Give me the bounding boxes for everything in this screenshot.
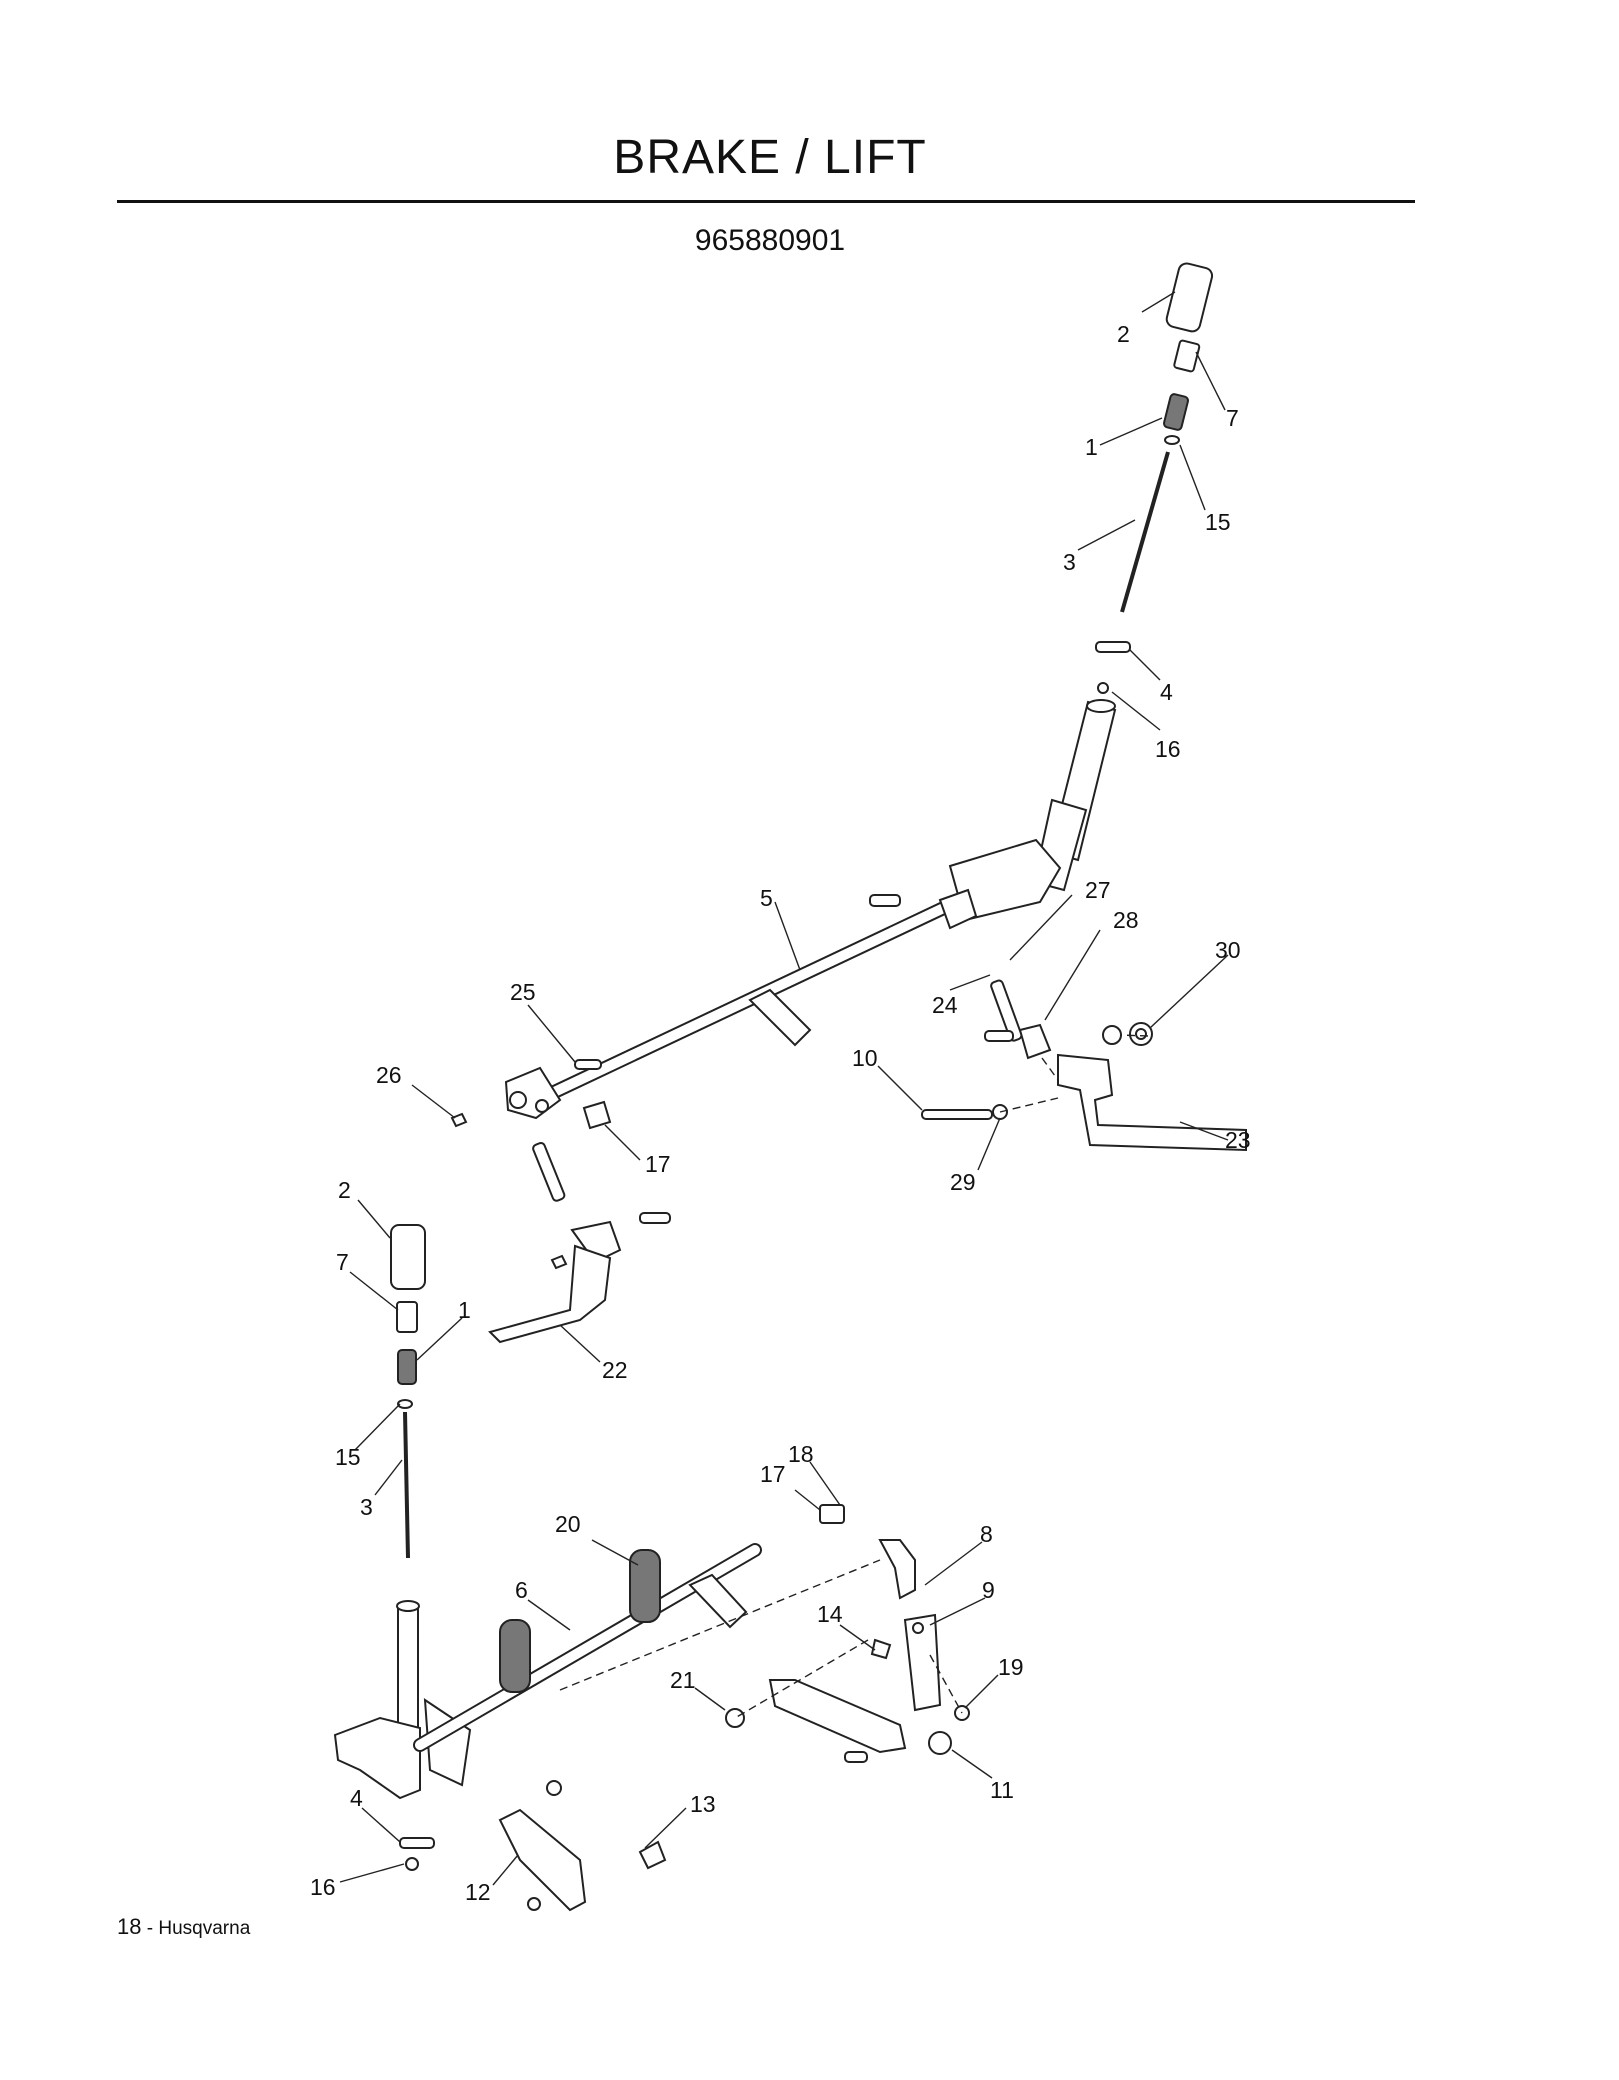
- callout-8: 8: [980, 1521, 993, 1547]
- callout-5: 5: [760, 885, 773, 911]
- footer-brand: Husqvarna: [158, 1918, 251, 1939]
- callout-18: 18: [788, 1441, 814, 1467]
- callout-11: 11: [990, 1777, 1014, 1803]
- page-number: 18: [117, 1914, 142, 1939]
- callout-3-lower: 3: [360, 1494, 373, 1520]
- callout-28: 28: [1113, 907, 1139, 933]
- callout-23: 23: [1225, 1127, 1251, 1153]
- callout-labels: 2 7 1 15 3 4 16 5 27 28 30 24 25 26 10 1…: [310, 321, 1251, 1905]
- right-pedal-linkage: [921, 979, 1247, 1152]
- page-footer: 18 - Husqvarna: [117, 1914, 250, 1940]
- callout-12: 12: [465, 1879, 491, 1905]
- callout-3-upper: 3: [1063, 549, 1076, 575]
- callout-15-upper: 15: [1205, 509, 1231, 535]
- callout-16-upper: 16: [1155, 736, 1181, 762]
- callout-13: 13: [690, 1791, 716, 1817]
- callout-leaders: [339, 291, 1229, 1886]
- lower-brake-handle-assembly: [333, 1224, 472, 1871]
- callout-16-lower: 16: [310, 1874, 336, 1900]
- model-number: 965880901: [694, 224, 846, 257]
- left-pedal-linkage: [450, 1059, 671, 1344]
- title-divider: [117, 200, 1415, 203]
- callout-4-lower: 4: [350, 1785, 363, 1811]
- callout-1-lower: 1: [458, 1297, 471, 1323]
- callout-4-upper: 4: [1160, 679, 1173, 705]
- callout-27: 27: [1085, 877, 1111, 903]
- page-title: BRAKE / LIFT: [613, 131, 927, 184]
- callout-17-lower: 17: [760, 1461, 786, 1487]
- callout-30: 30: [1215, 937, 1241, 963]
- callout-21: 21: [670, 1667, 696, 1693]
- callout-10: 10: [852, 1045, 878, 1071]
- callout-2-lower: 2: [338, 1177, 351, 1203]
- callout-7-lower: 7: [336, 1249, 349, 1275]
- callout-2-upper: 2: [1117, 321, 1130, 347]
- callout-15-lower: 15: [335, 1444, 361, 1470]
- callout-9: 9: [982, 1577, 995, 1603]
- footer-separator: -: [141, 1918, 159, 1939]
- callout-1-upper: 1: [1085, 434, 1098, 460]
- callout-7-upper: 7: [1226, 405, 1239, 431]
- callout-29: 29: [950, 1169, 976, 1195]
- callout-17-middle: 17: [645, 1151, 671, 1177]
- callout-22: 22: [602, 1357, 628, 1383]
- brake-shaft-part-6: [413, 1504, 970, 1912]
- callout-26: 26: [376, 1062, 402, 1088]
- callout-20: 20: [555, 1511, 581, 1537]
- callout-25: 25: [510, 979, 536, 1005]
- callout-14: 14: [817, 1601, 843, 1627]
- callout-6: 6: [515, 1577, 528, 1603]
- lift-shaft-part-5: [504, 888, 978, 1120]
- upper-lift-handle-assembly: [948, 262, 1214, 922]
- callout-19: 19: [998, 1654, 1024, 1680]
- callout-24: 24: [932, 992, 958, 1018]
